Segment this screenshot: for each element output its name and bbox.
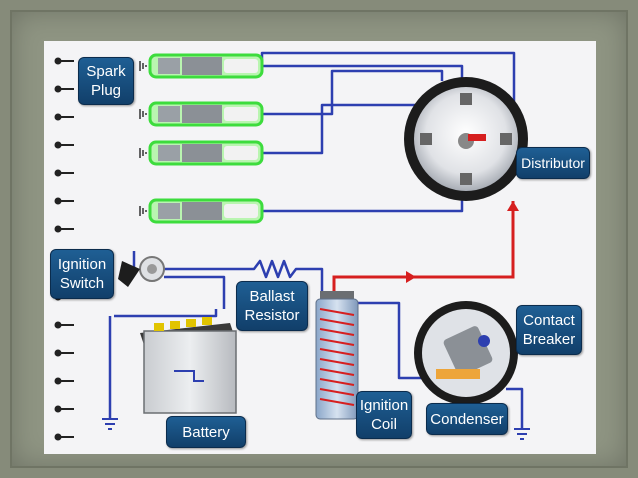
label-ignition-switch: Ignition Switch [50,249,114,299]
distributor-icon [404,77,528,201]
label-condenser: Condenser [426,403,508,435]
ground-icon [102,418,530,440]
binding-marks [54,57,74,441]
label-ignition-coil: Ignition Coil [356,391,412,439]
ignition-key-icon [118,256,165,287]
spark-plug-icon [148,53,264,224]
diagram-slide: Spark Plug Distributor Ignition Switch B… [44,41,596,454]
contact-breaker-icon [414,301,518,405]
label-contact-breaker: Contact Breaker [516,305,582,355]
label-battery: Battery [166,416,246,448]
battery-icon [140,317,237,414]
label-ballast-resistor: Ballast Resistor [236,281,308,331]
ignition-coil-icon [315,291,359,420]
label-distributor: Distributor [516,147,590,179]
label-spark-plug: Spark Plug [78,57,134,105]
spark-ground-icon [139,61,147,216]
ignition-circuit-diagram [54,51,530,441]
